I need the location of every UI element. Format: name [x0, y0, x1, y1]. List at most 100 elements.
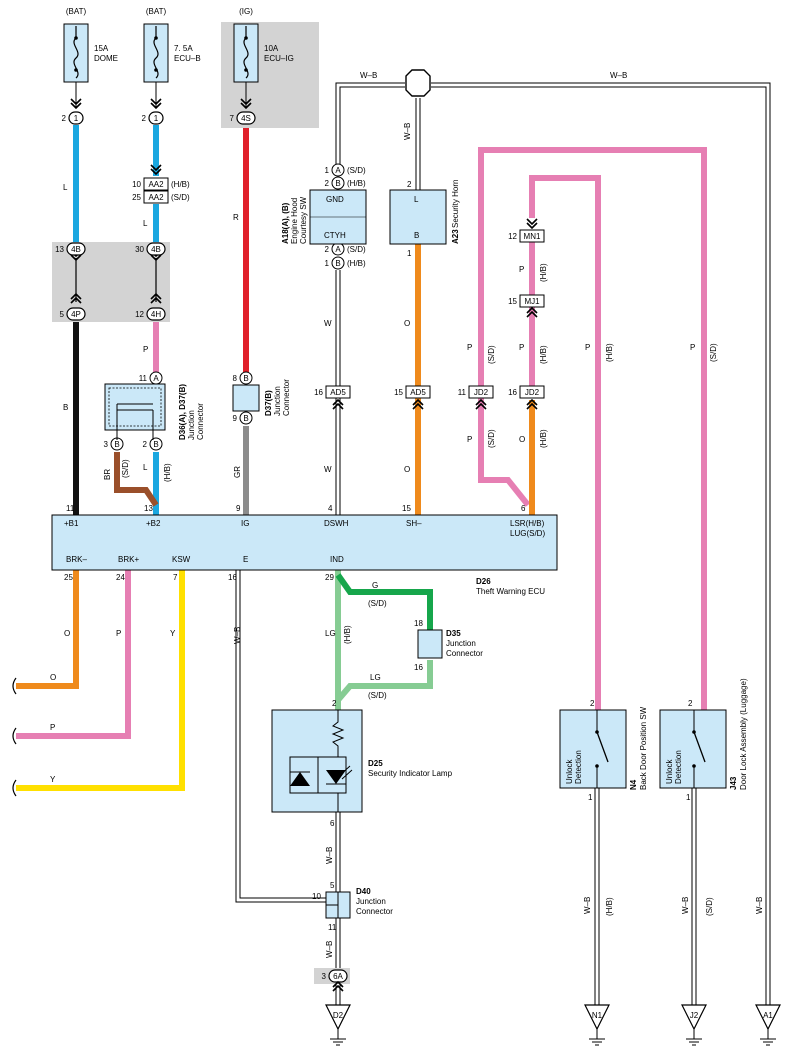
svg-text:N4: N4 [629, 779, 638, 790]
chevron-icon [150, 292, 162, 300]
pin-number: 30 [135, 245, 144, 254]
fuse-icon [153, 26, 159, 79]
svg-text:1: 1 [686, 793, 691, 802]
svg-text:Security Indicator Lamp: Security Indicator Lamp [368, 769, 453, 778]
connector-id: MN1 [524, 232, 541, 241]
connector-circle [149, 437, 163, 451]
fuse-icon [243, 26, 249, 79]
connector-letter: B [335, 259, 340, 268]
chevron-icon [70, 292, 82, 300]
svg-text:D36(A), D37(B): D36(A), D37(B) [178, 384, 187, 440]
chevron-icon [526, 218, 538, 226]
pin-number: 5 [60, 310, 65, 319]
svg-text:P: P [50, 723, 55, 732]
svg-text:B: B [414, 231, 419, 240]
ecu-pin: 13 [144, 504, 153, 513]
ecu-pin: 9 [236, 504, 241, 513]
d40-junction-connector: 5 10 11 D40 Junction Connector [312, 881, 393, 932]
d37-pin-bot: B9 [233, 411, 253, 425]
svg-text:Junction: Junction [446, 639, 476, 648]
svg-text:2: 2 [332, 699, 337, 708]
connector-letter: B [243, 414, 248, 423]
svg-text:W: W [324, 319, 332, 328]
connector-oval [148, 111, 164, 125]
ecu-pin: 25 [64, 573, 73, 582]
connector-id: 4B [151, 245, 161, 254]
chevron-icon [526, 398, 538, 406]
connector-id: 4S [241, 114, 251, 123]
top-chevron-icon [150, 98, 162, 110]
ad5-chevron-icon [412, 398, 424, 410]
svg-text:GR: GR [233, 466, 242, 478]
svg-text:O: O [404, 319, 410, 328]
svg-text:(S/D): (S/D) [487, 429, 496, 448]
pin-number: 10 [132, 180, 141, 189]
d36-pin-bl: B3 [104, 437, 124, 451]
ecu-term-dswh: DSWH [324, 519, 349, 528]
svg-text:O: O [64, 629, 70, 638]
svg-text:Y: Y [50, 775, 56, 784]
svg-text:O: O [519, 435, 525, 444]
ecu-term-lsr: LSR(H/B) [510, 519, 545, 528]
svg-text:Back Door Position SW: Back Door Position SW [639, 706, 648, 790]
chevron-icon [475, 402, 487, 410]
variant-label: (H/B) [347, 179, 366, 188]
svg-text:B: B [63, 403, 68, 412]
jd2-chevron-icon [475, 398, 487, 410]
svg-text:Connector: Connector [196, 403, 205, 440]
connector-id: AA2 [148, 180, 164, 189]
svg-text:W: W [324, 465, 332, 474]
connector-id: 4B [71, 245, 81, 254]
svg-text:6: 6 [330, 819, 335, 828]
pin-number: 16 [314, 388, 323, 397]
chevron-icon [526, 402, 538, 410]
j4p-chevron-icon [70, 292, 82, 304]
pin-number: 15 [394, 388, 403, 397]
svg-text:Junction: Junction [273, 386, 282, 416]
variant-label: (H/B) [171, 180, 190, 189]
fuse-dot [244, 36, 248, 40]
harness-ends [12, 677, 17, 797]
connector-id: MJ1 [524, 297, 540, 306]
svg-text:(H/B): (H/B) [539, 263, 548, 282]
ecu-name: Theft Warning ECU [476, 587, 545, 596]
chevron-icon [150, 168, 162, 176]
ecu-term-ind: IND [330, 555, 344, 564]
svg-text:(S/D): (S/D) [368, 691, 387, 700]
variant-label: (S/D) [171, 193, 190, 202]
mj1-chevron-icon [526, 306, 538, 318]
aa2-chevron-icon [150, 164, 162, 176]
chevron-icon [526, 306, 538, 314]
connector-oval [66, 242, 86, 256]
fuse-source: (BAT) [146, 7, 167, 16]
fuse-rating: 15A [94, 44, 109, 53]
svg-text:G: G [372, 581, 378, 590]
fuse-name: ECU–IG [264, 54, 294, 63]
svg-text:2: 2 [407, 180, 412, 189]
svg-text:D40: D40 [356, 887, 371, 896]
d36-pin-br: B2 [143, 437, 163, 451]
svg-text:(H/B): (H/B) [539, 345, 548, 364]
d35-junction-connector: 18 16 D35 Junction Connector [414, 619, 483, 672]
chevron-icon [150, 98, 162, 106]
svg-text:(S/D): (S/D) [121, 459, 130, 478]
chevron-icon [70, 296, 82, 304]
ground-triangle [755, 1004, 781, 1031]
pin-number: 2 [142, 114, 147, 123]
door-lock-assembly-luggage: Unlock Detection 2 1 J43 Door Lock Assem… [659, 678, 748, 802]
svg-text:(S/D): (S/D) [487, 345, 496, 364]
top-connector-2: 4S 7 [230, 111, 256, 125]
pin-number: 7 [230, 114, 235, 123]
mn1-chevron-icon [526, 218, 538, 230]
splice-point: W–B W–B [360, 69, 627, 97]
colored-wiring [16, 125, 707, 791]
ecu-term-ig: IG [241, 519, 249, 528]
chevron-icon [332, 398, 344, 406]
connector-box [405, 385, 431, 399]
